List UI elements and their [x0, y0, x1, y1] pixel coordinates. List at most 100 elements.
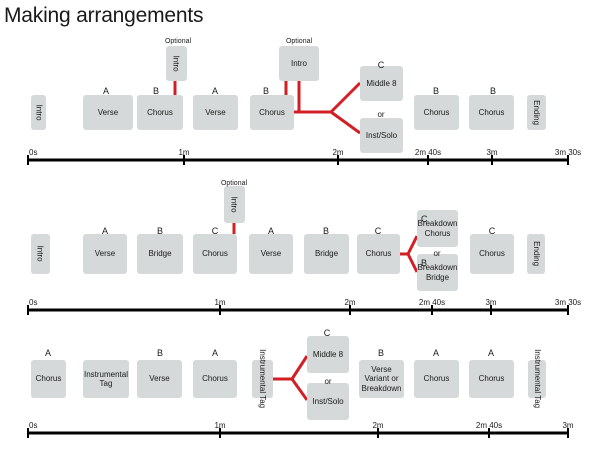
- section-box-intro: Intro: [224, 186, 245, 223]
- section-label: Intro: [290, 58, 307, 68]
- section-label: Chorus: [479, 249, 505, 259]
- section-label: Inst/Solo: [312, 396, 344, 406]
- section-label: Chorus: [478, 107, 505, 117]
- section-box-verse: Verse: [83, 95, 133, 130]
- section-letter: B: [421, 258, 428, 268]
- section-box-middle-8: Middle 8: [360, 66, 403, 101]
- section-label: Intro: [172, 55, 182, 72]
- section-box-chorus: Chorus: [137, 95, 183, 130]
- timeline-label: 1m: [214, 298, 226, 307]
- timeline-label: 3m: [486, 148, 498, 157]
- section-box-breakdown-bridge: Breakdown Bridge: [417, 254, 458, 291]
- section-letter: B: [152, 86, 160, 96]
- section-box-chorus: Chorus: [193, 360, 237, 398]
- connector-line: [329, 81, 362, 114]
- section-box-chorus: Chorus: [470, 234, 514, 274]
- timeline-label: 3m: [562, 421, 574, 430]
- section-box-verse: Verse: [83, 234, 127, 274]
- section-box-verse: Verse: [193, 95, 238, 130]
- section-box-ending: Ending: [527, 95, 546, 130]
- timeline-label: 1m: [214, 421, 226, 430]
- section-box-chorus: Chorus: [469, 360, 514, 398]
- section-label: Ending: [531, 241, 541, 267]
- section-letter: C: [211, 226, 219, 236]
- timeline-label: 2m 40s: [414, 148, 442, 157]
- section-box-bridge: Bridge: [304, 234, 349, 274]
- section-box-instrumental-tag: Instrumental Tag: [528, 350, 546, 409]
- timeline-label: 0s: [29, 298, 38, 307]
- section-label: Intro: [230, 196, 240, 213]
- optional-label: Optional: [285, 38, 313, 45]
- section-box-verse-variant-or-breakdown: Verse Variant or Breakdown: [359, 360, 404, 398]
- section-letter: A: [211, 348, 219, 358]
- section-label: Chorus: [259, 107, 285, 117]
- section-letter: A: [211, 86, 219, 96]
- section-label: Chorus: [423, 374, 450, 384]
- section-box-chorus: Chorus: [414, 360, 459, 398]
- section-letter: A: [267, 226, 275, 236]
- section-box-chorus: Chorus: [193, 234, 237, 274]
- section-letter: B: [489, 86, 497, 96]
- optional-label: Optional: [164, 38, 192, 45]
- section-letter: A: [432, 348, 440, 358]
- section-box-chorus: Chorus: [250, 95, 294, 130]
- timeline-label: 3m 30s: [554, 148, 582, 157]
- section-label: Verse: [260, 249, 282, 259]
- section-letter: B: [262, 86, 270, 96]
- section-label: Verse: [205, 107, 226, 117]
- section-box-verse: Verse: [249, 234, 293, 274]
- section-box-chorus: Chorus: [414, 95, 459, 130]
- section-letter: C: [421, 214, 428, 224]
- section-letter: B: [156, 348, 164, 358]
- section-letter: B: [156, 226, 164, 236]
- section-label: Chorus: [365, 249, 392, 259]
- section-label: Inst/Solo: [365, 130, 398, 140]
- section-letter: A: [102, 86, 110, 96]
- section-label: Bridge: [314, 249, 339, 259]
- section-label: Intro: [36, 245, 46, 263]
- section-label: Chorus: [423, 107, 450, 117]
- section-label: Chorus: [147, 107, 173, 117]
- section-label: Verse: [94, 249, 116, 259]
- timeline-label: 1m: [178, 148, 190, 157]
- section-box-ending: Ending: [527, 234, 545, 274]
- timeline-label: 3m: [485, 298, 497, 307]
- connector-line: [406, 253, 419, 273]
- section-label: Chorus: [35, 374, 62, 384]
- section-letter: A: [44, 348, 52, 358]
- section-label: Verse: [149, 374, 170, 384]
- section-box-inst-solo: Inst/Solo: [307, 383, 349, 420]
- section-label: Middle 8: [312, 349, 344, 359]
- section-box-inst-solo: Inst/Solo: [360, 118, 403, 153]
- section-label: Verse Variant or Breakdown: [361, 365, 402, 393]
- section-box-middle-8: Middle 8: [307, 336, 349, 373]
- section-letter: C: [374, 226, 382, 236]
- timeline-label: 2m 40s: [475, 421, 503, 430]
- section-label: Breakdown Bridge: [417, 263, 458, 282]
- or-label: or: [377, 110, 385, 119]
- section-box-breakdown-chorus: Breakdown Chorus: [417, 210, 458, 247]
- section-box-verse: Verse: [137, 360, 182, 398]
- timeline-label: 0s: [29, 421, 38, 430]
- section-label: Chorus: [478, 374, 505, 384]
- section-label: Intro: [34, 104, 44, 121]
- timeline-label: 3m 30s: [554, 298, 582, 307]
- section-letter: C: [323, 328, 331, 338]
- section-letter: B: [322, 226, 330, 236]
- section-label: Breakdown Chorus: [417, 219, 458, 238]
- section-letter: B: [377, 348, 385, 358]
- timeline-label: 2m 40s: [418, 298, 446, 307]
- section-box-instrumental-tag: Instrumental Tag: [83, 360, 129, 398]
- or-label: or: [324, 377, 332, 386]
- timeline-label: 0s: [29, 148, 38, 157]
- section-box-intro: Intro: [31, 234, 50, 274]
- section-box-intro: Intro: [31, 95, 46, 130]
- connector-line: [330, 110, 361, 135]
- section-label: Instrumental Tag: [532, 349, 542, 409]
- section-label: Chorus: [202, 249, 228, 259]
- section-label: Instrumental Tag: [258, 349, 268, 409]
- section-box-chorus: Chorus: [469, 95, 514, 130]
- section-box-intro: Intro: [279, 46, 319, 81]
- section-letter: C: [377, 60, 385, 70]
